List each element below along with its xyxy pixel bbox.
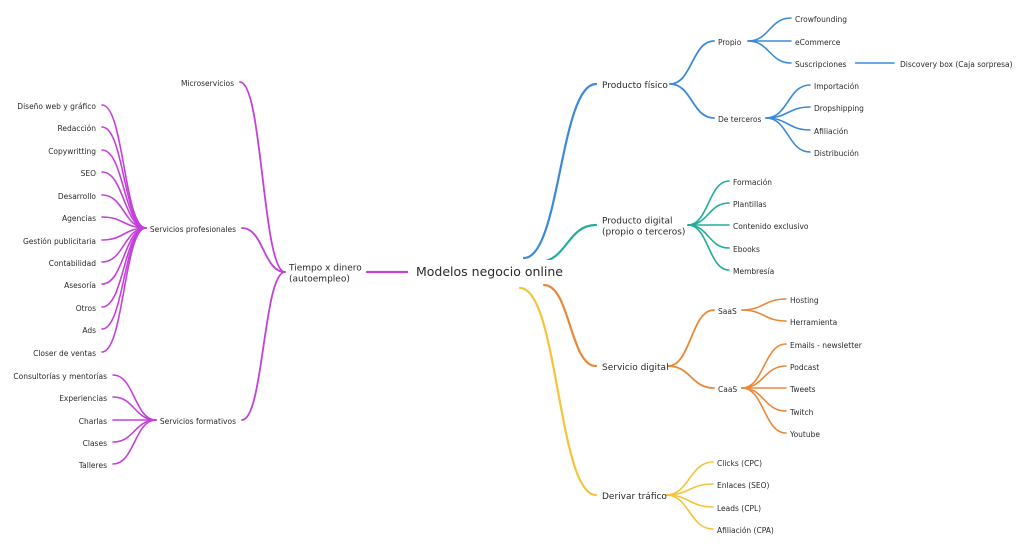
leaf-4-3[interactable]: Afiliación (CPA) xyxy=(717,526,774,535)
edge-0-1-11 xyxy=(101,227,147,353)
leaf-0-1-7[interactable]: Contabilidad xyxy=(49,259,96,268)
sub-node-3-1[interactable]: CaaS xyxy=(718,385,737,394)
edge-3-0-0 xyxy=(741,298,787,311)
leaf-0-1-11[interactable]: Closer de ventas xyxy=(33,349,96,358)
leaf-1-0-2-0[interactable]: Discovery box (Caja sorpresa) xyxy=(900,60,1013,69)
leaf-1-1-2[interactable]: Afiliación xyxy=(814,127,848,136)
leaf-0-1-1[interactable]: Redacción xyxy=(57,124,96,133)
leaf-1-0-2[interactable]: Suscripciones xyxy=(795,60,847,69)
edge-1-1-3 xyxy=(765,117,811,153)
leaf-1-1-0[interactable]: Importación xyxy=(814,82,859,91)
leaf-1-0-1[interactable]: eCommerce xyxy=(795,38,841,47)
edge-root-branch-2 xyxy=(536,223,598,264)
sub-node-0-2[interactable]: Servicios formativos xyxy=(160,417,236,426)
branch-node-0[interactable]: Tiempo x dinero(autoempleo) xyxy=(288,264,362,285)
edge-0-2-1 xyxy=(112,396,157,421)
leaf-0-1-2[interactable]: Copywritting xyxy=(48,147,96,156)
leaf-1-0-0[interactable]: Crowfounding xyxy=(795,15,847,24)
leaf-3-1-3[interactable]: Twitch xyxy=(789,408,814,417)
leaf-0-2-4[interactable]: Talleres xyxy=(78,461,107,470)
mind-map-edges xyxy=(101,17,895,530)
root-node[interactable]: Modelos negocio online xyxy=(416,264,563,279)
leaf-0-1-9[interactable]: Otros xyxy=(76,304,96,313)
root-node-box xyxy=(408,260,554,284)
edge-0-1-0 xyxy=(101,104,147,229)
sub-node-3-0[interactable]: SaaS xyxy=(718,307,737,316)
edge-4-3 xyxy=(665,494,714,530)
edge-2-4 xyxy=(687,224,730,271)
leaf-0-2-1[interactable]: Experiencias xyxy=(59,394,107,403)
edge-3-1-3 xyxy=(741,387,787,412)
leaf-1-1-3[interactable]: Distribución xyxy=(814,149,859,158)
edge-3-1-4 xyxy=(741,387,787,434)
leaf-0-2-3[interactable]: Clases xyxy=(83,439,107,448)
leaf-4-2[interactable]: Leads (CPL) xyxy=(717,504,761,513)
leaf-3-1-2[interactable]: Tweets xyxy=(789,385,816,394)
branch-node-1[interactable]: Producto físico xyxy=(602,81,668,91)
leaf-3-0-1[interactable]: Herramienta xyxy=(790,318,837,327)
edge-3-0 xyxy=(667,309,715,367)
sub-node-1-0[interactable]: Propio xyxy=(718,38,742,47)
leaf-2-1[interactable]: Plantillas xyxy=(733,200,767,209)
edge-1-0-0 xyxy=(747,17,792,42)
edge-0-1-10 xyxy=(101,227,147,330)
edge-3-0-1 xyxy=(741,309,787,322)
leaf-1-1-1[interactable]: Dropshipping xyxy=(814,104,864,113)
leaf-2-3[interactable]: Ebooks xyxy=(733,245,760,254)
sub-node-1-1[interactable]: De terceros xyxy=(718,115,761,124)
mind-map-nodes: Modelos negocio online Tiempo x dinero(au… xyxy=(13,15,1012,535)
leaf-2-4[interactable]: Membresía xyxy=(733,267,774,276)
leaf-0-1-5[interactable]: Agencias xyxy=(62,214,96,223)
edge-0-1-1 xyxy=(101,126,147,229)
leaf-0-1-6[interactable]: Gestión publicitaria xyxy=(23,237,96,246)
edge-0-2 xyxy=(241,271,286,421)
leaf-4-0[interactable]: Clicks (CPC) xyxy=(717,459,762,468)
branch-node-3[interactable]: Servicio digital xyxy=(602,363,669,373)
edge-root-branch-4 xyxy=(518,286,598,497)
edge-1-0-2 xyxy=(747,40,792,64)
edge-1-0 xyxy=(669,40,715,85)
edge-0-0 xyxy=(239,81,286,273)
edge-root-branch-3 xyxy=(542,283,598,368)
edge-3-1 xyxy=(667,365,715,389)
leaf-0-1-3[interactable]: SEO xyxy=(81,169,96,178)
edge-1-1 xyxy=(669,83,715,119)
leaf-0-1-4[interactable]: Desarrollo xyxy=(58,192,97,201)
edge-0-1 xyxy=(241,227,286,273)
edge-root-branch-1 xyxy=(522,82,598,260)
leaf-2-0[interactable]: Formación xyxy=(733,178,772,187)
edge-0-2-4 xyxy=(112,419,157,465)
edge-0-1-2 xyxy=(101,149,147,229)
leaf-2-2[interactable]: Contenido exclusivo xyxy=(733,222,809,231)
leaf-0-1-8[interactable]: Asesoría xyxy=(64,281,96,290)
leaf-0-1-0[interactable]: Diseño web y gráfico xyxy=(17,102,96,111)
edge-2-3 xyxy=(687,224,730,249)
sub-node-0-0[interactable]: Microservicios xyxy=(181,79,234,88)
edge-3-1-1 xyxy=(741,365,787,389)
edge-0-2-3 xyxy=(112,419,157,443)
edge-2-1 xyxy=(687,202,730,226)
leaf-3-1-1[interactable]: Podcast xyxy=(790,363,819,372)
leaf-0-2-0[interactable]: Consultorías y mentorías xyxy=(13,372,107,381)
leaf-3-1-0[interactable]: Emails - newsletter xyxy=(790,341,863,350)
branch-node-2[interactable]: Producto digital(propio o terceros) xyxy=(602,217,685,238)
leaf-3-0-0[interactable]: Hosting xyxy=(790,296,819,305)
leaf-0-2-2[interactable]: Charlas xyxy=(79,417,107,426)
branch-node-4[interactable]: Derivar tráfico xyxy=(602,492,667,502)
sub-node-0-1[interactable]: Servicios profesionales xyxy=(150,225,236,234)
leaf-0-1-10[interactable]: Ads xyxy=(82,326,96,335)
leaf-3-1-4[interactable]: Youtube xyxy=(789,430,820,439)
leaf-4-1[interactable]: Enlaces (SEO) xyxy=(717,481,770,490)
